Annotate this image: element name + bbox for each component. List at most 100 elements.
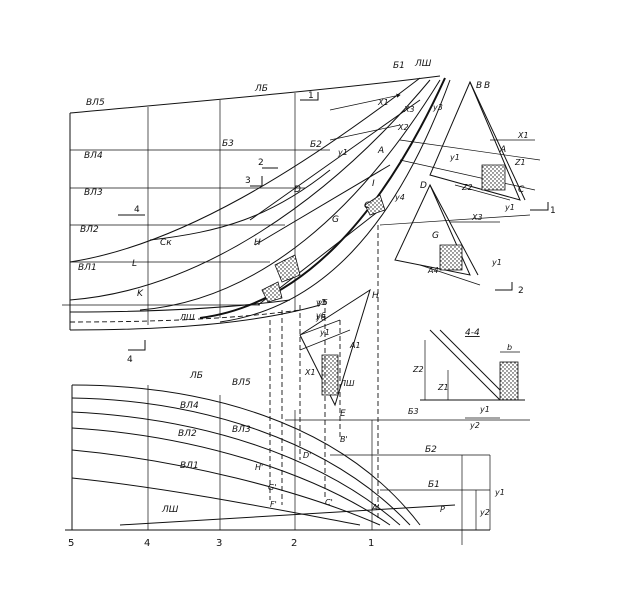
label-section-1: 1 xyxy=(308,91,314,101)
detail-3-label-e: E xyxy=(340,409,346,419)
hatched-block-mid xyxy=(274,254,301,283)
section-mark-4 xyxy=(128,340,146,351)
detail-3-dim-y1b-label: y1 xyxy=(319,328,330,337)
detail-1-label-c: C xyxy=(518,185,525,195)
label-dim-y6: y6 xyxy=(315,313,326,322)
label-section-1-right: 1 xyxy=(550,206,556,216)
label-lsh: ЛШ xyxy=(414,59,432,69)
detail-44-block xyxy=(499,361,519,401)
detail-44-label-z1: Z1 xyxy=(437,383,449,392)
hull-bottom-1 xyxy=(69,299,291,313)
detail-44-label-z2: Z2 xyxy=(412,365,424,374)
label-dim-y4: y4 xyxy=(394,193,405,202)
hatched-block-low xyxy=(261,281,283,303)
plan-point-b: B' xyxy=(340,435,348,444)
label-dim-x2: X2 xyxy=(397,123,409,132)
dim-leader-right-3 xyxy=(379,214,531,226)
plan-label-lsh: ЛШ xyxy=(161,505,179,515)
section-mark-1 xyxy=(300,92,319,101)
plan-point-p: P xyxy=(440,505,445,514)
plan-point-a: A' xyxy=(371,503,380,512)
label-dim-y5: y5 xyxy=(317,298,328,307)
frame-curve-bold xyxy=(199,77,446,319)
detail-1-edge xyxy=(469,81,526,201)
frame-curve-b1 xyxy=(139,79,441,311)
detail-3-label-h: H xyxy=(372,291,379,301)
hatched-block-top xyxy=(364,194,386,216)
plan-label-vl5: ВЛ5 xyxy=(232,378,251,388)
plan-curve-lsh xyxy=(119,504,456,526)
detail-1-dim-y1-label: y1 xyxy=(449,153,460,162)
plan-dim-y2-label: y2 xyxy=(479,508,490,517)
detail-2-dim-y1-label: y1 xyxy=(491,258,502,267)
detail-2-dim-x3-label: X3 xyxy=(471,213,483,222)
label-vl2: ВЛ2 xyxy=(80,225,99,235)
section-mark-1-right xyxy=(530,202,549,211)
label-section-4b: 4 xyxy=(134,205,140,215)
frame-curve-ck xyxy=(149,169,331,241)
detail-44-slope-inner xyxy=(439,329,506,396)
label-point-l: L xyxy=(132,259,137,269)
detail-2-edge xyxy=(429,184,479,276)
label-section-2-right: 2 xyxy=(518,286,524,296)
label-point-b: B xyxy=(476,81,482,91)
label-dim-y3: y3 xyxy=(432,103,443,112)
dim-leader-right xyxy=(399,139,541,161)
detail-1-hatch xyxy=(481,164,506,191)
section-mark-2-right xyxy=(495,282,513,291)
detail-1-dim-x1-label: X1 xyxy=(517,131,529,140)
frame-curve-outer xyxy=(219,79,451,323)
plan-curve-vl2 xyxy=(71,449,381,526)
detail-44-label-b3: Б3 xyxy=(408,407,419,416)
detail-3-label-lsh: ЛШ xyxy=(339,379,355,388)
dim-x2-top xyxy=(329,124,401,141)
label-b3: Б3 xyxy=(222,139,234,149)
detail-1-dim-y1b-label: y1 xyxy=(504,203,515,212)
plan-curve-lb xyxy=(71,384,421,526)
detail-2-label-d: D xyxy=(420,181,427,191)
label-dim-x3: X3 xyxy=(403,105,415,114)
detail-1-dim-z2 xyxy=(454,184,511,201)
plan-curve-vl3 xyxy=(71,427,391,526)
frame-curve-b2 xyxy=(69,79,431,301)
plan-point-c: C' xyxy=(325,498,333,507)
plan-station-label-4: 4 xyxy=(144,538,150,549)
diagonal-2 xyxy=(254,164,391,246)
detail-2-triangle xyxy=(394,183,471,276)
diagonal-1 xyxy=(249,99,421,221)
plan-view: 5 4 3 2 1 ЛБ ВЛ5 ВЛ4 ВЛ3 ВЛ2 ВЛ1 ЛШ Б2 Б… xyxy=(65,225,530,549)
plan-label-vl3: ВЛ3 xyxy=(232,425,251,435)
hull-bottom-2 xyxy=(69,304,321,331)
plan-station-label-3: 3 xyxy=(216,538,222,549)
detail-3-dim-y6-label: y6 xyxy=(315,311,326,320)
plan-label-vl4: ВЛ4 xyxy=(180,401,199,411)
label-dim-x1: X1 xyxy=(377,98,389,107)
detail-3-dim-y1-label: y1 xyxy=(315,298,326,307)
plan-label-vl2: ВЛ2 xyxy=(178,429,197,439)
label-point-d: D xyxy=(294,185,301,195)
plan-label-b2: Б2 xyxy=(425,445,437,455)
plan-point-d: D' xyxy=(303,451,311,460)
label-section-3: 3 xyxy=(245,176,251,186)
plan-label-lb: ЛБ xyxy=(189,371,203,381)
frame-curve-b3 xyxy=(69,77,421,263)
plan-point-f: F' xyxy=(270,500,277,509)
plan-station-label-5: 5 xyxy=(68,538,74,549)
detail-3-hatch xyxy=(321,354,339,396)
label-lb: ЛБ xyxy=(254,84,268,94)
detail-3-dim-x1-label: X1 xyxy=(304,368,316,377)
top-view: ВЛ5 ВЛ4 ВЛ3 ВЛ2 ВЛ1 ЛБ Б1 ЛШ Б3 Б2 B D G… xyxy=(62,59,556,365)
label-point-a: A xyxy=(377,146,384,156)
detail-44-label-y2: y2 xyxy=(469,421,480,430)
dim-leader-right-2 xyxy=(399,159,536,191)
detail-3-dim-top xyxy=(299,319,341,336)
detail-1-dim-z2-label: Z2 xyxy=(461,183,473,192)
label-section-4: 4 xyxy=(127,355,133,365)
detail-44-title: 4-4 xyxy=(465,328,480,338)
hull-bottom-dashed xyxy=(69,309,301,323)
label-point-h: H xyxy=(254,238,261,248)
label-point-ck: Cк xyxy=(160,238,172,248)
label-lsh-bottom: ЛШ xyxy=(179,313,195,322)
plan-station-label-1: 1 xyxy=(368,538,374,549)
label-vl1: ВЛ1 xyxy=(78,263,97,273)
